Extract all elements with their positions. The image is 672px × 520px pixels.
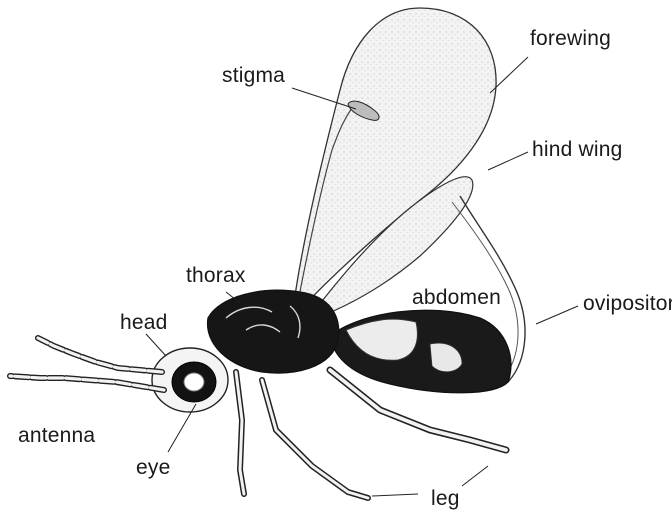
antenna-upper-inner <box>38 338 162 372</box>
leg-middle <box>262 380 368 498</box>
leader-leg <box>372 494 418 496</box>
leg-middle-inner <box>262 380 368 498</box>
label-forewing: forewing <box>530 27 611 51</box>
label-ovipositor: ovipositor <box>583 292 672 316</box>
abdomen <box>330 310 511 393</box>
label-head: head <box>120 311 168 335</box>
eye-ring <box>184 373 204 391</box>
label-abdomen: abdomen <box>412 286 501 310</box>
label-stigma: stigma <box>222 64 285 88</box>
leader-head <box>146 334 166 356</box>
antenna-upper <box>38 338 162 372</box>
label-hind-wing: hind wing <box>532 138 623 162</box>
leader-hind-wing <box>488 152 528 170</box>
label-eye: eye <box>136 456 170 480</box>
leader-ovipositor <box>536 306 578 324</box>
label-thorax: thorax <box>186 264 246 288</box>
thorax <box>208 290 339 373</box>
label-antenna: antenna <box>18 424 95 448</box>
label-leg: leg <box>431 487 460 511</box>
leader-leg-2 <box>462 466 488 486</box>
